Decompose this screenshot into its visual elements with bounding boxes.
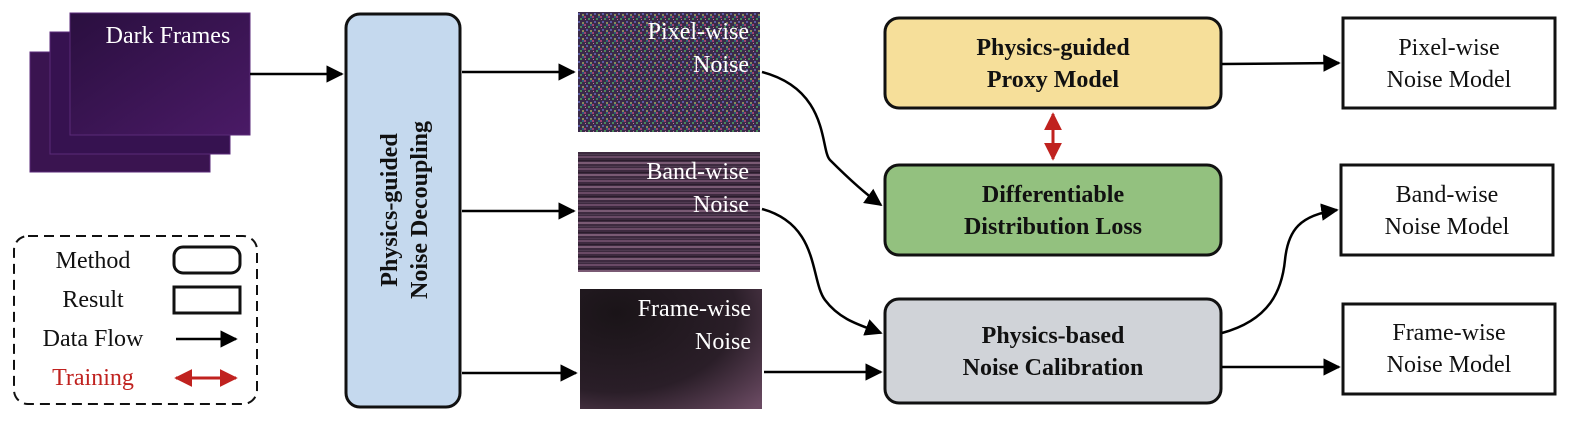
loss-line2: Distribution Loss <box>964 214 1142 240</box>
arrow-calibration-to-band-model <box>1221 203 1339 335</box>
dark-frames-stack: Dark Frames <box>29 12 251 173</box>
pixel-noise-line1: Pixel-wise <box>648 19 749 45</box>
pixel-noise-model-result: Pixel-wise Noise Model <box>1341 16 1557 110</box>
band-noise-model-result: Band-wise Noise Model <box>1339 163 1555 257</box>
calibration-line1: Physics-based <box>982 323 1125 349</box>
band-noise-tile: Band-wise Noise <box>578 152 760 272</box>
dark-frames-label: Dark Frames <box>106 23 231 49</box>
result-frame-line1: Frame-wise <box>1392 320 1505 346</box>
distribution-loss-block: Differentiable Distribution Loss <box>883 163 1223 257</box>
calibration-line2: Noise Calibration <box>963 355 1144 381</box>
legend-method-swatch <box>172 245 242 275</box>
pixel-noise-tile: Pixel-wise Noise <box>578 12 760 132</box>
frame-noise-model-result: Frame-wise Noise Model <box>1341 302 1557 396</box>
arrow-proxy-to-pixel-model <box>1221 54 1341 72</box>
frame-noise-line1: Frame-wise <box>638 296 751 322</box>
proxy-line2: Proxy Model <box>987 67 1120 93</box>
decoupling-line2: Noise Decoupling <box>407 121 433 299</box>
legend: Method Result Data Flow Training <box>13 235 258 405</box>
pixel-noise-line2: Noise <box>693 52 749 78</box>
band-noise-line1: Band-wise <box>646 159 749 185</box>
result-pixel-line2: Noise Model <box>1387 67 1512 93</box>
band-noise-line2: Noise <box>693 192 749 218</box>
legend-result-swatch <box>172 285 242 315</box>
frame-noise-tile: Frame-wise Noise <box>580 289 762 409</box>
decoupling-line1: Physics-guided <box>377 133 403 287</box>
proxy-model-block: Physics-guided Proxy Model <box>883 16 1223 110</box>
proxy-line1: Physics-guided <box>976 35 1130 61</box>
arrow-pixel-to-loss <box>761 70 883 207</box>
result-pixel-line1: Pixel-wise <box>1398 35 1499 61</box>
dark-frame-front <box>69 12 251 136</box>
frame-noise-line2: Noise <box>695 329 751 355</box>
legend-method-label: Method <box>56 248 131 274</box>
arrow-band-to-calibration <box>761 207 883 336</box>
legend-training-label: Training <box>52 365 134 391</box>
noise-decoupling-block: Physics-guided Noise Decoupling <box>344 12 462 409</box>
data-flow-arrows <box>250 54 1341 382</box>
result-band-line2: Noise Model <box>1385 214 1510 240</box>
legend-frame <box>13 235 258 405</box>
result-frame-line2: Noise Model <box>1387 352 1512 378</box>
legend-result-label: Result <box>62 287 124 313</box>
legend-dataflow-label: Data Flow <box>43 326 144 352</box>
noise-calibration-block: Physics-based Noise Calibration <box>883 297 1223 405</box>
loss-line1: Differentiable <box>982 182 1125 208</box>
result-band-line1: Band-wise <box>1396 182 1499 208</box>
